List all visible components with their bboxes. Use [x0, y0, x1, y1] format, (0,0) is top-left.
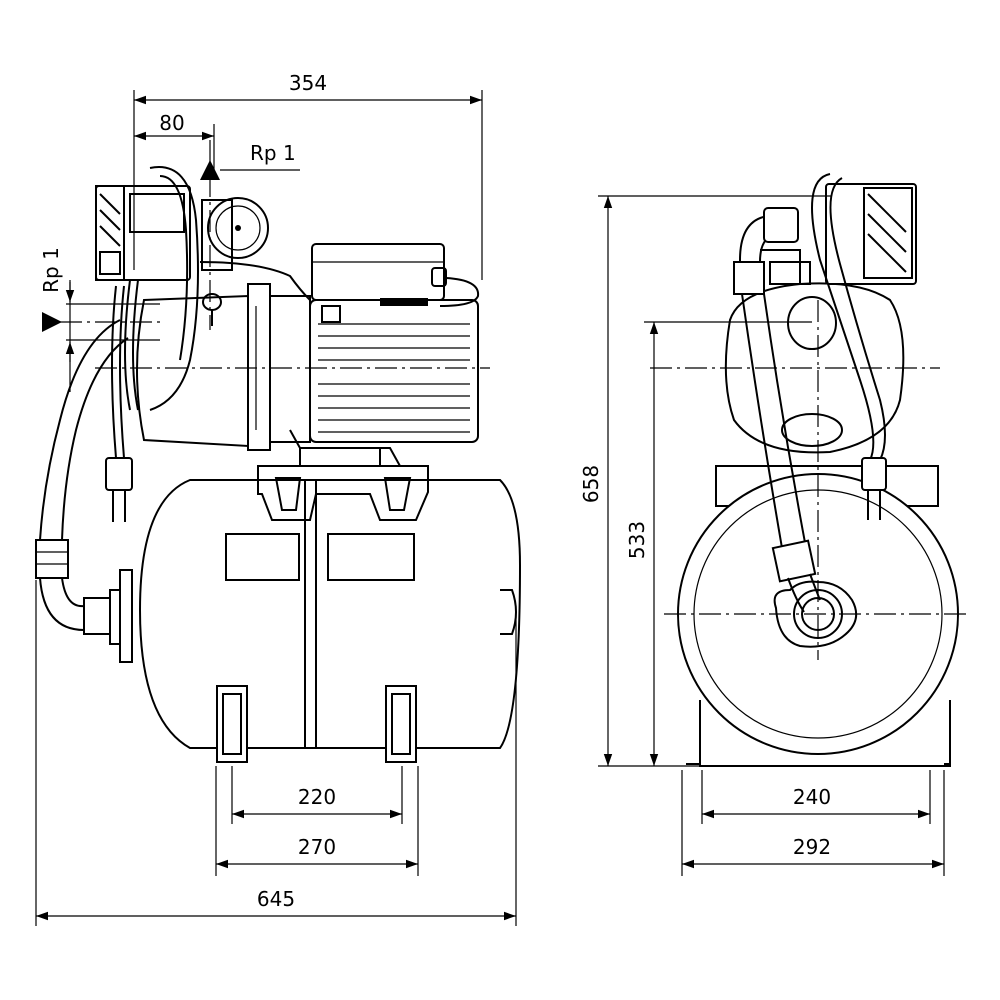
pressure-switch: [95, 185, 191, 281]
pump-front: [724, 249, 905, 454]
pressure-tank: [138, 479, 522, 749]
dim-inlet-thread: Rp 1: [39, 247, 63, 293]
inlet-flow-arrow: [42, 312, 62, 332]
dim-220: 220: [298, 785, 336, 809]
dimension-lines: [35, 90, 945, 926]
outlet-flow-arrow: [200, 160, 220, 180]
side-view: [35, 140, 522, 763]
power-plug: [105, 457, 133, 522]
dim-292: 292: [793, 835, 831, 859]
dim-270: 270: [298, 835, 336, 859]
base-frame: [686, 465, 951, 767]
dim-240: 240: [793, 785, 831, 809]
dimension-labels: 354 80 Rp 1 Rp 1 220 270 645 658 533 240…: [39, 71, 831, 911]
dim-80: 80: [159, 111, 184, 135]
dim-outlet-thread: Rp 1: [250, 141, 296, 165]
pressure-switch-front: [811, 173, 917, 461]
tank-feet: [216, 685, 417, 763]
suction-hose: [35, 319, 133, 663]
front-view: [650, 173, 970, 767]
dim-354: 354: [289, 71, 327, 95]
suction-hose-front: [733, 207, 821, 613]
pump-motor: [309, 243, 479, 443]
dim-658: 658: [579, 465, 603, 503]
pump-housing: [136, 197, 311, 451]
dim-645: 645: [257, 887, 295, 911]
pump-saddle: [257, 429, 429, 521]
power-plug-front: [861, 457, 887, 520]
dim-533: 533: [625, 521, 649, 559]
